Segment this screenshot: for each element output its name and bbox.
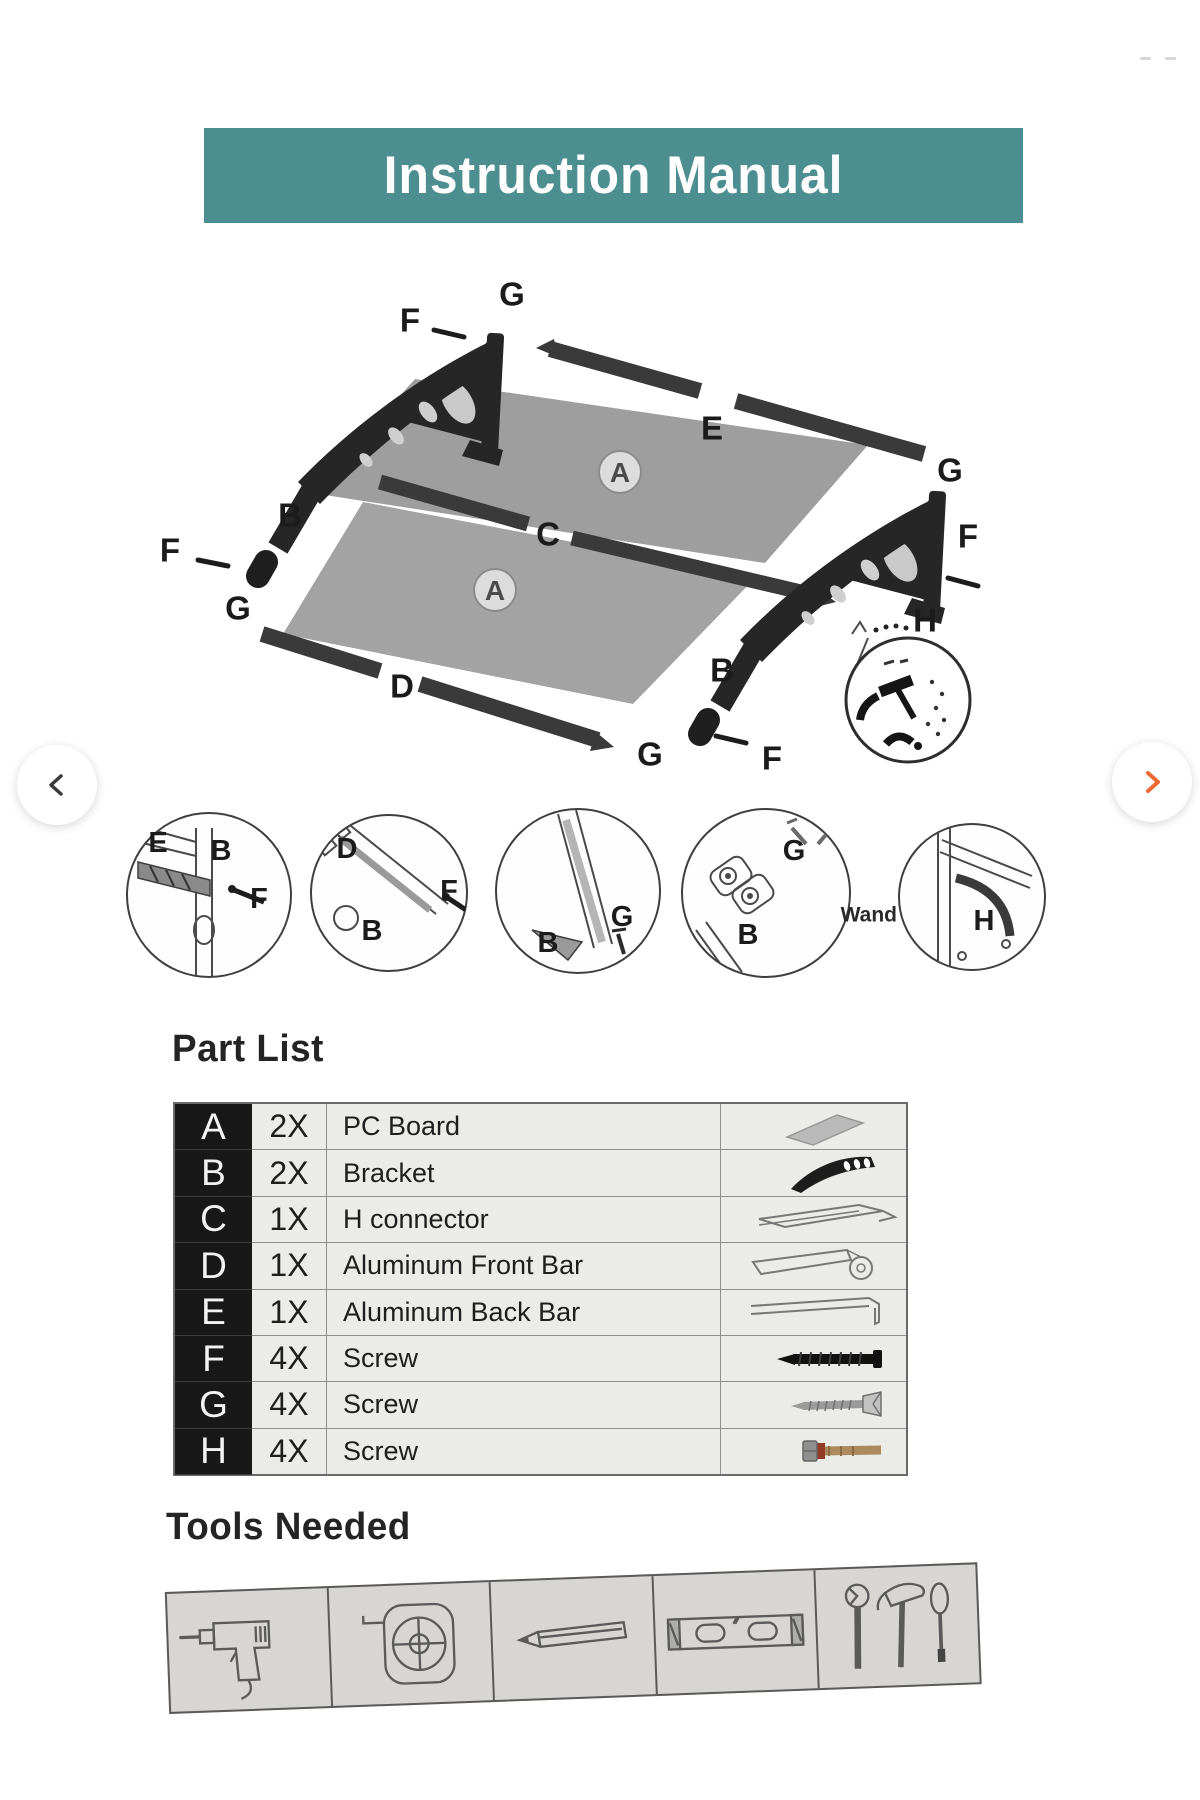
wall-label: Wand — [841, 903, 897, 926]
part-list-heading: Part List — [172, 1028, 324, 1070]
part-qty: 1X — [252, 1243, 327, 1289]
part-letter: E — [175, 1289, 252, 1336]
panel-a-labels: A A — [473, 450, 642, 612]
label-dashes — [195, 327, 981, 746]
panel-label-a-top: A — [610, 457, 630, 488]
part-name: Aluminum Back Bar — [327, 1289, 721, 1335]
detail-bracket-profile-sketch — [531, 809, 627, 962]
part-letter: H — [175, 1428, 252, 1475]
diagram-label-d: D — [390, 668, 414, 705]
front-bar-tip — [590, 732, 614, 751]
part-qty: 4X — [252, 1428, 327, 1474]
magnifier-detail — [844, 636, 972, 764]
part-name: Bracket — [327, 1150, 721, 1196]
part-name: Aluminum Front Bar — [327, 1243, 721, 1289]
diagram-label-h: H — [913, 602, 937, 639]
tape-measure-icon — [328, 1582, 496, 1706]
diagram-label-e: E — [701, 410, 723, 447]
carousel-next-button[interactable] — [1112, 742, 1192, 822]
table-row: G 4X Screw — [175, 1382, 906, 1429]
table-row: H 4X Screw — [175, 1428, 906, 1475]
screw-silver-icon — [721, 1382, 906, 1427]
table-row: D 1X Aluminum Front Bar — [175, 1243, 906, 1290]
detail-label-f1: F — [250, 883, 268, 915]
part-letter: B — [175, 1150, 252, 1197]
detail-label-h: H — [974, 905, 995, 937]
table-row: E 1X Aluminum Back Bar — [175, 1289, 906, 1336]
pencil-icon — [491, 1576, 658, 1700]
part-name: Screw — [327, 1382, 721, 1428]
diagram-label-g-top: G — [499, 276, 525, 313]
part-name: H connector — [327, 1196, 721, 1243]
part-letter: D — [175, 1243, 252, 1290]
pc-board-icon — [721, 1104, 906, 1149]
detail-label-b1: B — [211, 835, 232, 867]
diagram-label-f-topleft: F — [400, 302, 420, 339]
carousel-prev-button[interactable] — [17, 745, 97, 825]
detail-label-d: D — [337, 833, 358, 865]
diagram-label-f-left: F — [160, 532, 180, 569]
detail-label-b3: B — [538, 927, 559, 959]
anchor-bolt-icon — [721, 1429, 906, 1474]
diagram-label-f-right: F — [958, 518, 978, 555]
part-letter: C — [175, 1196, 252, 1244]
chevron-left-icon — [49, 774, 63, 796]
back-bar-icon — [721, 1290, 906, 1335]
chevron-right-icon — [1146, 771, 1160, 793]
diagram-label-g-bottom: G — [637, 736, 663, 773]
part-name: Screw — [327, 1428, 721, 1474]
pc-board-panel-bottom — [283, 502, 756, 704]
table-row: C 1X H connector — [175, 1196, 906, 1244]
diagram-label-g-right: G — [937, 452, 963, 489]
table-row: A 2X PC Board — [175, 1104, 906, 1151]
detail-label-g2: G — [783, 835, 806, 867]
part-letter: F — [175, 1335, 252, 1383]
spirit-level-icon — [653, 1570, 820, 1695]
part-qty: 2X — [252, 1104, 327, 1150]
part-letter: G — [175, 1382, 252, 1429]
aluminum-bars — [259, 341, 927, 748]
part-qty: 4X — [252, 1382, 327, 1428]
part-qty: 1X — [252, 1289, 327, 1335]
back-bar-tip — [536, 339, 558, 357]
title-banner: Instruction Manual — [204, 128, 1023, 223]
diagram-label-f-bottom: F — [762, 740, 782, 777]
tools-strip — [164, 1562, 982, 1714]
part-qty: 1X — [252, 1196, 327, 1243]
awning-exploded-diagram: G F E G F C B F G D G F B H A A — [126, 276, 1046, 978]
detail-wall-mount-sketch — [937, 826, 1033, 970]
detail-label-e: E — [148, 827, 167, 859]
part-letter: A — [175, 1104, 252, 1151]
detail-corner-sketch — [129, 825, 265, 977]
overflow-dot — [1165, 57, 1176, 60]
overflow-dot — [1140, 57, 1151, 60]
screw-black-icon — [721, 1336, 906, 1381]
hand-tools-icon — [815, 1564, 979, 1688]
bracket-icon — [721, 1150, 906, 1195]
detail-label-b4: B — [738, 919, 759, 951]
part-qty: 4X — [252, 1335, 327, 1382]
table-row: B 2X Bracket — [175, 1150, 906, 1197]
front-bar-icon — [721, 1243, 906, 1288]
part-name: PC Board — [327, 1104, 721, 1150]
tools-heading: Tools Needed — [166, 1506, 411, 1548]
diagram-label-g-leftbottom: G — [225, 590, 251, 627]
table-row: F 4X Screw — [175, 1335, 906, 1383]
part-list-table: A 2X PC Board B 2X Bracket C 1X H connec… — [173, 1102, 908, 1476]
detail-label-f2: F — [440, 875, 458, 907]
detail-label-b2: B — [362, 915, 383, 947]
diagram-label-c: C — [536, 516, 560, 553]
page-title: Instruction Manual — [383, 146, 844, 205]
assembly-detail-circles: E B F D F B B G — [126, 808, 1046, 978]
diagram-label-b-right: B — [710, 652, 734, 689]
detail-label-g1: G — [611, 901, 634, 933]
drill-icon — [166, 1588, 334, 1712]
panel-label-a-bottom: A — [485, 575, 505, 606]
part-qty: 2X — [252, 1150, 327, 1196]
detail-frontbar-sketch — [317, 821, 467, 931]
part-name: Screw — [327, 1335, 721, 1382]
h-connector-icon — [721, 1197, 906, 1242]
diagram-label-b-left: B — [278, 497, 302, 534]
